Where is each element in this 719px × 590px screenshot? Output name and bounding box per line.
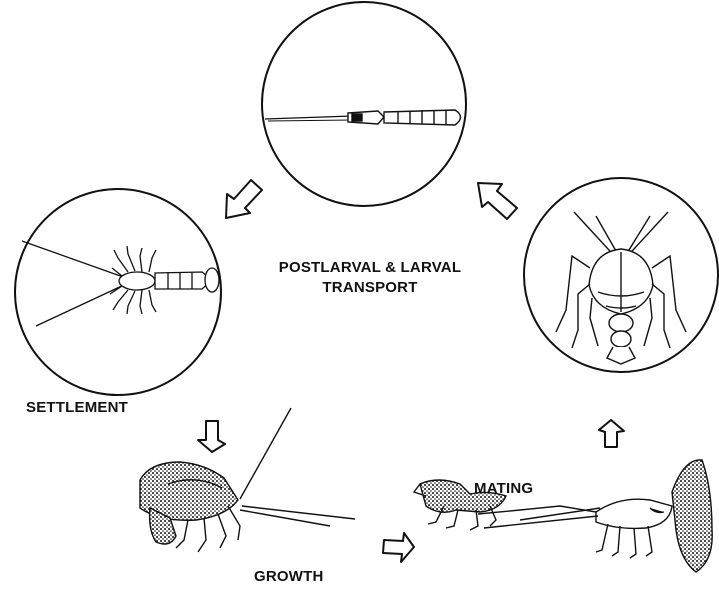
mating-label: MATING (474, 480, 533, 497)
settlement-label: SETTLEMENT (26, 399, 128, 416)
postlarva-circle (262, 2, 466, 206)
puerulus-icon (22, 241, 219, 326)
arrow-right-icon (383, 533, 414, 562)
arrow-up-left-icon (478, 183, 517, 219)
settlement-circle (15, 189, 221, 395)
adult-lobster-icon (556, 212, 686, 364)
growth-label: GROWTH (254, 568, 324, 585)
arrow-up-icon (599, 420, 624, 447)
mating-lobsters-icon (414, 460, 712, 572)
transport-label-line2: TRANSPORT (240, 278, 500, 298)
postlarva-icon (265, 110, 461, 125)
cycle-arrows (198, 180, 624, 562)
arrow-down-left-icon (226, 180, 262, 218)
transport-label-line1: POSTLARVAL & LARVAL (240, 258, 500, 278)
postlarval-transport-label: POSTLARVAL & LARVAL TRANSPORT (240, 258, 500, 298)
juvenile-lobster-icon (140, 408, 355, 552)
adult-lobster-circle (524, 178, 718, 372)
arrow-down-icon (198, 421, 225, 452)
